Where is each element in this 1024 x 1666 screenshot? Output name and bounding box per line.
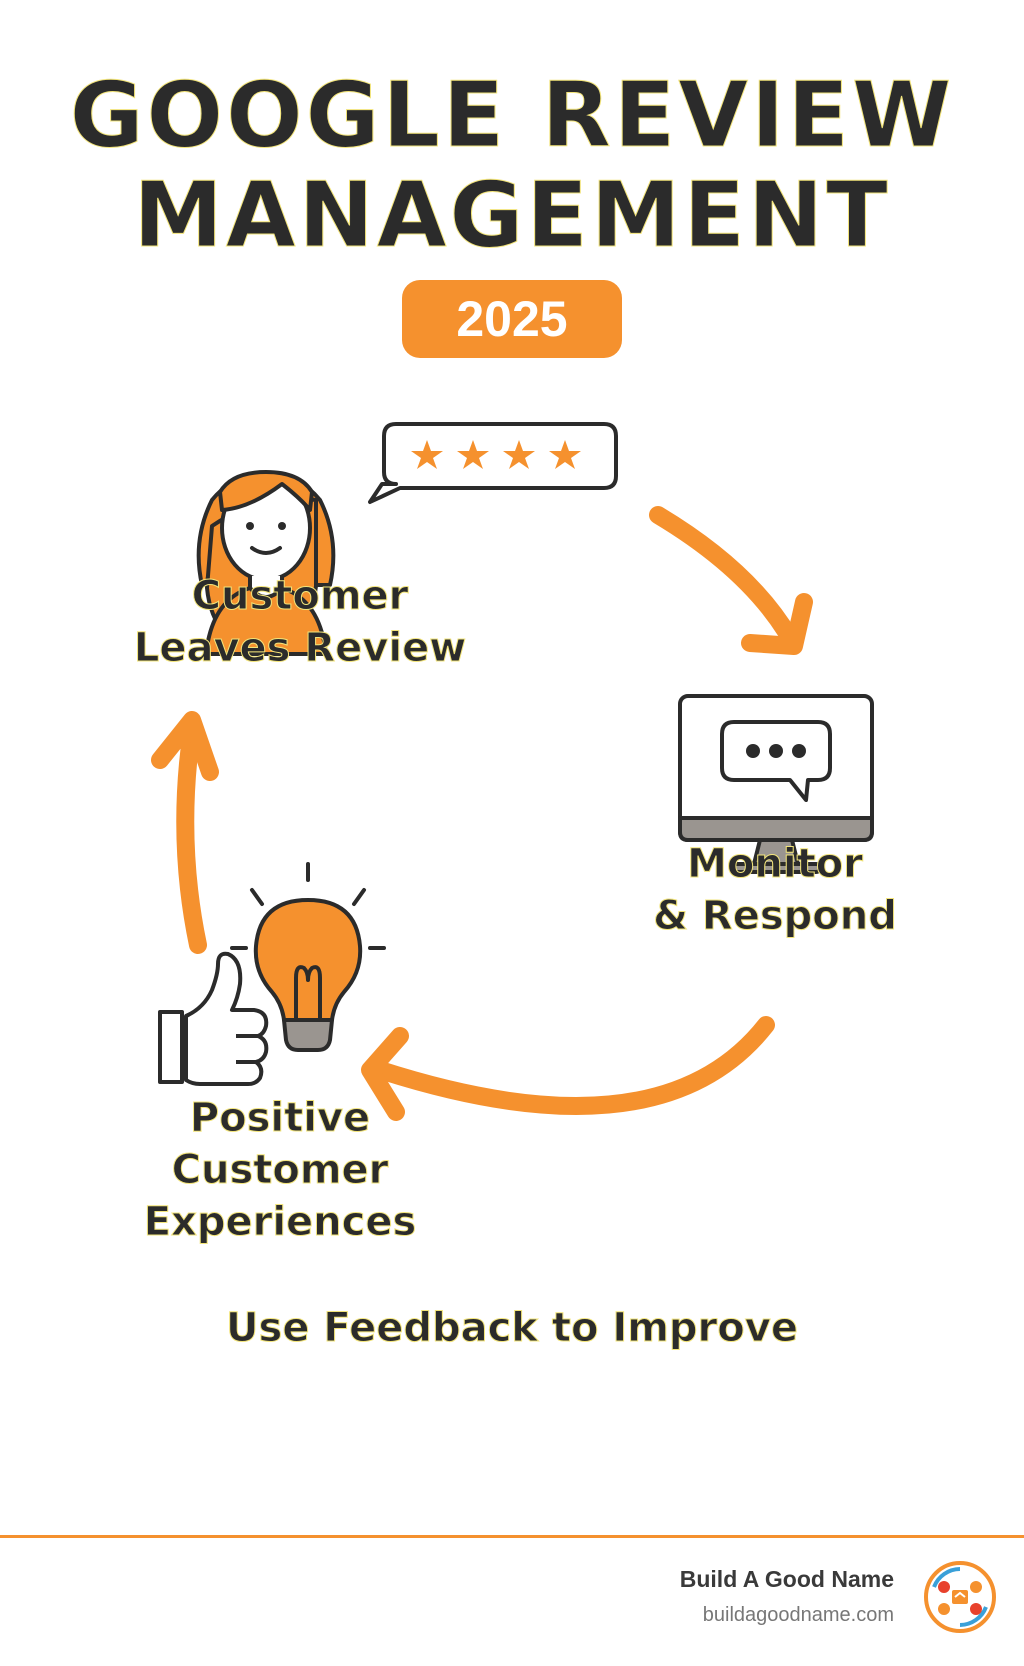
cycle-arrow-3 [151, 711, 219, 954]
step-label-line: Experiences [143, 1199, 417, 1246]
cycle-arrow-1 [649, 506, 813, 655]
review-cycle-diagram: Customer Leaves Review Monitor & Respond… [0, 380, 1024, 1352]
step-label-line: Customer [171, 1147, 389, 1194]
cycle-caption: Use Feedback to Improve [226, 1305, 799, 1352]
step-label-customer-leaves-review: Customer Leaves Review [80, 570, 520, 674]
brand-url: buildagoodname.com [702, 1604, 894, 1626]
step-label-line: Customer [191, 573, 409, 620]
page-title-line-1: GOOGLE REVIEW [69, 63, 955, 168]
footer-divider [0, 1535, 1024, 1538]
step-label-monitor-respond: Monitor & Respond [580, 838, 970, 942]
step-label-positive-customer-experiences: Positive Customer Experiences [80, 1092, 480, 1248]
cycle-arrow-2 [361, 1016, 775, 1121]
step-label-line: Positive [189, 1095, 371, 1142]
star-rating-bubble-icon [368, 422, 618, 504]
year-badge: 2025 [402, 280, 622, 358]
brand-name: Build A Good Name [679, 1566, 894, 1592]
customer-icon [196, 470, 336, 656]
page-title-line-2: MANAGEMENT [133, 163, 891, 268]
monitor-chat-icon [678, 694, 874, 874]
brand-logo-icon [920, 1557, 1000, 1637]
step-label-line: Leaves Review [133, 625, 467, 672]
step-label-line: & Respond [653, 893, 898, 940]
step-label-line: Monitor [687, 841, 864, 888]
lightbulb-icon [230, 862, 386, 1052]
thumbs-up-icon [158, 951, 269, 1086]
